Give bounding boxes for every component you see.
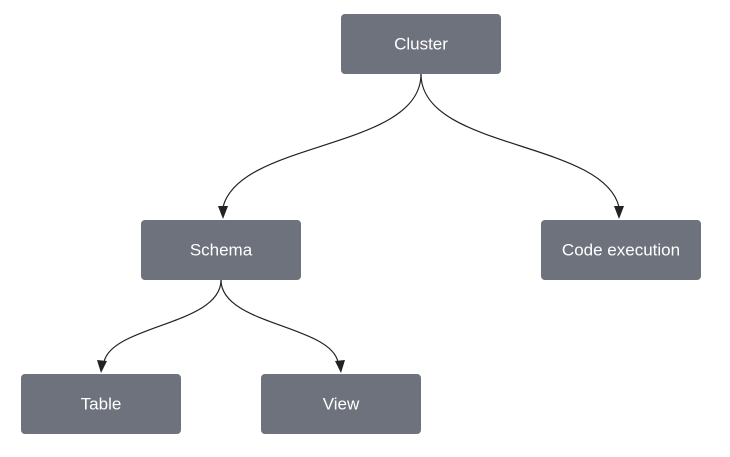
node-table[interactable]: Table [21, 374, 181, 434]
node-view-box [261, 374, 421, 434]
node-cluster-label: Cluster [394, 35, 448, 54]
edge-schema-view [220, 279, 339, 363]
node-cluster-box [341, 14, 501, 74]
node-cluster[interactable]: Cluster [341, 14, 501, 74]
node-view-label: View [323, 395, 360, 414]
arrowhead-cluster-code-execution [614, 206, 624, 219]
edges [97, 73, 624, 373]
node-schema-label: Schema [190, 241, 253, 260]
node-schema[interactable]: Schema [141, 220, 301, 280]
edge-cluster-code-execution [420, 73, 620, 208]
node-code-execution[interactable]: Code execution [541, 220, 701, 280]
node-schema-box [141, 220, 301, 280]
arrowhead-schema-table [97, 360, 107, 373]
arrowhead-schema-view [335, 360, 345, 373]
node-table-label: Table [81, 395, 122, 414]
node-view[interactable]: View [261, 374, 421, 434]
node-table-box [21, 374, 181, 434]
node-code-execution-label: Code execution [562, 241, 680, 260]
node-code-execution-box [541, 220, 701, 280]
edge-schema-table [103, 279, 222, 363]
arrowhead-cluster-schema [218, 206, 228, 219]
edge-cluster-schema [222, 73, 422, 208]
